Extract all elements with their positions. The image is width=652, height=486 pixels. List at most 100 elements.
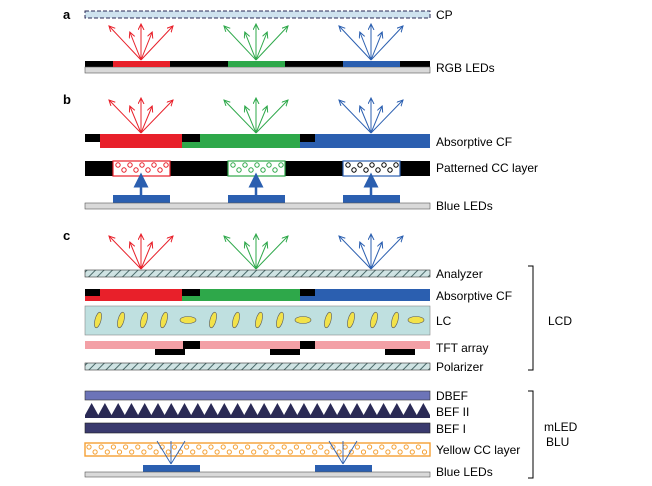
light-ray-icon [370, 242, 382, 270]
yellow-particle-icon [171, 444, 177, 450]
light-ray-icon [224, 26, 257, 61]
bef1-layer [84, 422, 431, 434]
yellow-particle-icon [92, 449, 98, 455]
yellow-particle-icon [293, 444, 299, 450]
light-ray-icon [360, 242, 372, 270]
yellow-particle-icon [153, 449, 159, 455]
prism-icon [270, 403, 285, 415]
light-ray-icon [130, 32, 142, 61]
blu-group-label-1: mLED [544, 420, 578, 434]
yellow-particle-icon [263, 449, 269, 455]
yellow-particle-icon [409, 449, 415, 455]
yellow-particle-icon [287, 449, 293, 455]
lc-molecule-icon [391, 311, 399, 329]
yellow-particle-icon [245, 444, 251, 450]
light-ray-icon [140, 242, 152, 270]
light-ray-icon [339, 100, 372, 134]
yellow-particle-icon [299, 449, 306, 455]
qd-particle-icon [236, 167, 242, 173]
qd-particle-icon [163, 162, 169, 168]
light-ray-icon [224, 100, 257, 134]
b-blue-led [343, 195, 400, 203]
panel-c-light-rays [109, 234, 403, 270]
panel-c-substrate [84, 471, 431, 478]
qd-particle-icon [357, 162, 363, 168]
lc-label: LC [436, 314, 452, 328]
light-ray-icon [255, 32, 267, 61]
panel-c: c Analyzer Absorptive CF LC TFT array Po… [63, 228, 578, 479]
c-cf-blue-step [300, 296, 315, 301]
ycc-label: Yellow CC layer [436, 443, 520, 457]
yellow-particle-icon [147, 444, 153, 450]
panel-b-letter: b [63, 92, 71, 107]
yellow-particle-icon [98, 444, 104, 450]
light-ray-icon [140, 236, 173, 270]
c-blue-led [143, 465, 200, 472]
polarizer-layer [84, 362, 431, 371]
panel-b: b Absorptive CF Patterned CC layer Blue … [63, 92, 538, 213]
qd-particle-icon [121, 167, 127, 173]
yellow-particle-icon [360, 449, 367, 455]
bef2-base [85, 415, 430, 418]
yellow-particle-icon [135, 444, 141, 450]
qd-particle-icon [393, 162, 399, 168]
yellow-cc-particles [86, 444, 428, 455]
light-ray-icon [224, 236, 257, 270]
bef1-label: BEF I [436, 422, 466, 436]
tft-pixel-electrodes [85, 341, 430, 349]
lc-molecule-icon [276, 311, 284, 329]
light-ray-icon [360, 106, 372, 134]
lc-molecule-icon [324, 311, 332, 329]
light-ray-icon [339, 236, 372, 270]
yellow-particle-icon [336, 449, 342, 455]
qd-particle-icon [278, 162, 284, 168]
qd-particle-icon [375, 167, 381, 173]
tft-transistor [155, 349, 185, 355]
lc-molecule-icon [294, 316, 312, 324]
c-cf-red-step [85, 296, 100, 301]
yellow-particle-icon [318, 444, 324, 450]
c-leds-label: Blue LEDs [436, 465, 493, 479]
qd-particle-icon [145, 167, 151, 173]
prism-icon [297, 403, 311, 415]
yellow-particle-icon [367, 444, 373, 450]
yellow-particle-icon [324, 449, 330, 455]
prism-icon [390, 403, 404, 415]
yellow-particle-icon [86, 444, 92, 450]
light-ray-icon [140, 32, 152, 61]
yellow-particle-icon [220, 444, 226, 450]
light-ray-icon [255, 26, 288, 61]
qd-particle-icon [266, 162, 272, 168]
prism-icon [230, 403, 245, 415]
light-ray-icon [140, 26, 173, 61]
lc-molecule-icon [370, 311, 378, 329]
qd-particle-icon [127, 162, 133, 168]
lc-molecule-icon [347, 311, 355, 329]
panel-b-light-rays [109, 98, 403, 134]
prism-icon [323, 403, 338, 415]
yellow-particle-icon [421, 449, 428, 455]
yellow-particle-icon [184, 444, 190, 450]
yellow-particle-icon [281, 444, 287, 450]
lc-molecule-icon [94, 311, 102, 329]
yellow-particle-icon [251, 449, 257, 455]
prism-icon [363, 403, 377, 415]
qd-particle-icon [139, 162, 145, 168]
prism-icon [416, 403, 430, 415]
blu-light-rays [156, 440, 358, 465]
yellow-particle-icon [257, 444, 263, 450]
blu-ray-icon [328, 440, 344, 465]
yellow-particle-icon [202, 449, 208, 455]
light-ray-icon [130, 242, 142, 270]
yellow-particle-icon [165, 449, 171, 455]
b-blue-led [113, 195, 170, 203]
b-cf-blue [315, 134, 430, 148]
panel-a-light-rays [109, 24, 403, 61]
yellow-particle-icon [214, 449, 220, 455]
bef2-label: BEF II [436, 405, 469, 419]
prism-icon [98, 403, 112, 415]
light-ray-icon [245, 106, 257, 134]
cp-layer [84, 10, 431, 19]
rgb-leds-label: RGB LEDs [436, 61, 495, 75]
